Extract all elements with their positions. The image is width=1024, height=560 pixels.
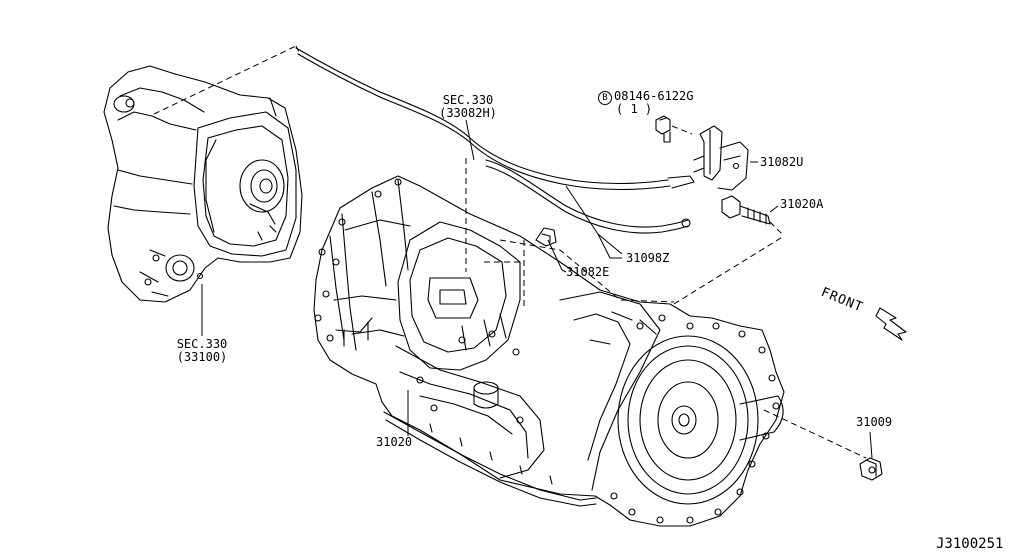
label-31098Z: 31098Z [626, 251, 670, 265]
label-sec330-top-line1: SEC.330 [442, 93, 494, 107]
label-sec330-top-line2: (33082H) [439, 106, 497, 120]
label-sec330-top: SEC.330 (33082H) [428, 94, 508, 120]
label-31082E: 31082E [566, 265, 610, 279]
label-bolt-qty: ( 1 ) [616, 102, 653, 116]
label-sec330-left: SEC.330 (33100) [164, 338, 240, 364]
label-sec330-left-line2: (33100) [176, 350, 228, 364]
bolt-31020A-drawing [721, 195, 771, 225]
bolt-08146-drawing [655, 115, 671, 143]
label-31082U: 31082U [760, 155, 804, 169]
control-cable-drawing [295, 47, 695, 234]
bracket-31082U-drawing [693, 125, 749, 191]
front-arrow [875, 307, 907, 341]
bolt-31009-drawing [859, 457, 883, 481]
transfer-case-drawing [103, 65, 303, 303]
label-31009: 31009 [856, 415, 893, 429]
figure-code: J3100251 [936, 536, 1004, 552]
transmission-drawing [313, 175, 785, 527]
leader-lines [153, 45, 873, 459]
clip-31082E-drawing [535, 227, 557, 247]
label-31020: 31020 [376, 435, 413, 449]
label-sec330-left-line1: SEC.330 [176, 337, 228, 351]
label-bolt-code: 08146-6122G [614, 89, 694, 103]
label-31020A: 31020A [780, 197, 824, 211]
circled-b-icon: B [598, 91, 612, 105]
